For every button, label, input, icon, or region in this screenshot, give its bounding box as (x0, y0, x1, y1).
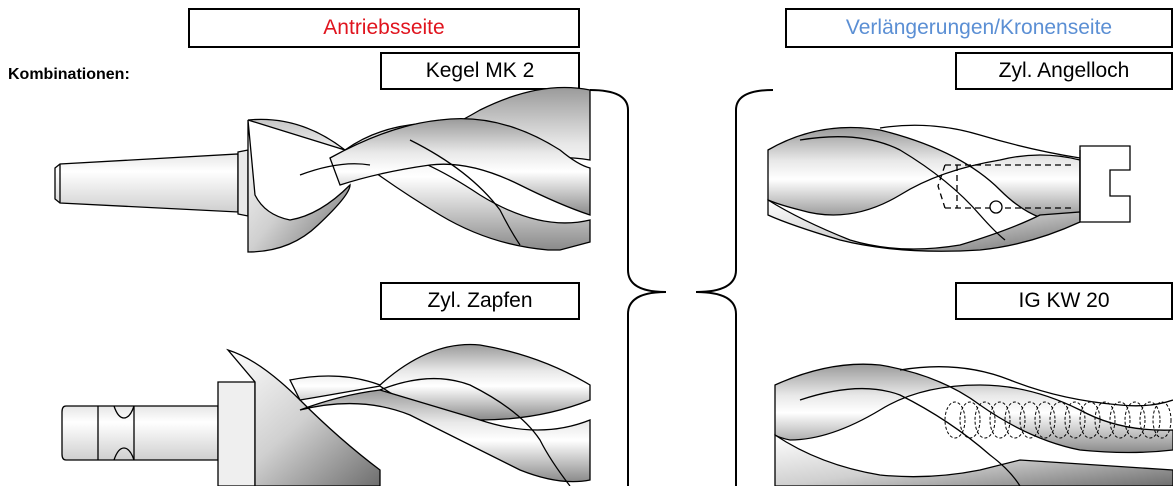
combinations-label: Kombinationen: (8, 66, 130, 83)
drill-taper-shank-icon (54, 86, 591, 253)
drill-cylindrical-shank-icon (61, 343, 591, 486)
label-cyl-pin: Zyl. Zapfen (380, 282, 580, 320)
drill-cylinder-hole-icon (767, 124, 1131, 252)
drive-side-title: Antriebsseite (323, 16, 445, 39)
label-ig-kw20-text: IG KW 20 (1018, 289, 1110, 312)
drive-side-header: Antriebsseite (188, 8, 580, 48)
label-cyl-hole-text: Zyl. Angelloch (998, 59, 1130, 82)
label-taper-mk2-text: Kegel MK 2 (425, 59, 535, 82)
curly-brace-left-icon (589, 89, 667, 486)
drill-internal-thread-icon (774, 363, 1173, 486)
extension-side-header: Verlängerungen/Kronenseite (785, 8, 1173, 48)
label-cyl-pin-text: Zyl. Zapfen (427, 289, 533, 312)
curly-brace-right-icon (695, 89, 774, 486)
extension-side-title: Verlängerungen/Kronenseite (845, 16, 1113, 39)
label-ig-kw20: IG KW 20 (955, 282, 1173, 320)
label-cyl-hole: Zyl. Angelloch (955, 52, 1173, 90)
label-taper-mk2: Kegel MK 2 (380, 52, 580, 90)
